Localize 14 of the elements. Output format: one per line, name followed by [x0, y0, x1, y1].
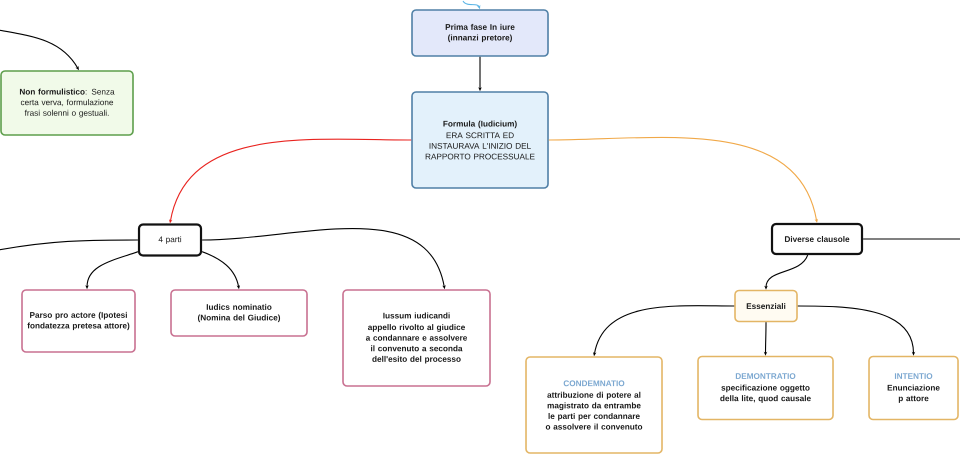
topic-box: Non formulistico: Senza certa verva, formulazione frasi solenni o gestuali. — [0, 70, 134, 136]
topic-box: Iudics nominatio (Nomina del Giudice) — [170, 289, 308, 337]
topic-box: Formula (Iudicium) ERA SCRITTA ED INSTAURAVA L'INIZIO DEL RAPPORTO PROCESSUALE — [411, 91, 549, 189]
topic-box: Iussum iudicandi appello rivolto al giudice a condannare e assolvere il convenuto a seconda dell'esito del processo — [342, 289, 491, 387]
connector-line — [863, 238, 960, 240]
connector-line — [0, 239, 138, 251]
topic-box: INTENTIO Enunciazione p attore — [868, 356, 959, 420]
topic-box: Parso pro actore (Ipotesi fondatezza pretesa attore) — [21, 289, 136, 353]
topic-box: Diverse clausole — [770, 222, 864, 256]
topic-box: 4 parti — [138, 223, 202, 257]
topic-box: Essenziali — [734, 290, 798, 322]
topic-box: Prima fase In iure (innanzi pretore) — [411, 9, 549, 57]
topic-box: CONDEMNATIO attribuzione di potere al magistrato da entrambe le parti per condannare o assolvere il convenuto — [525, 356, 663, 454]
topic-box: DEMONTRATIO specificazione oggetto della lite, quod causale — [697, 356, 834, 420]
